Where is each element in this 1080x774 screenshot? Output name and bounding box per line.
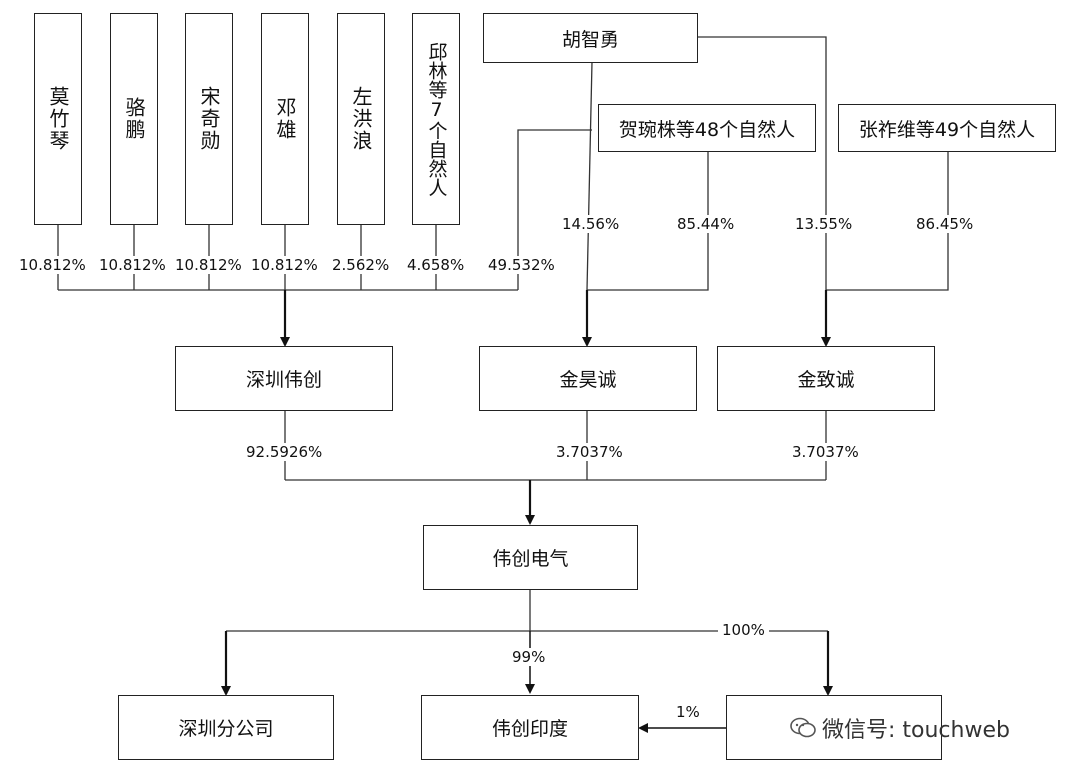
pct-jinhaocheng-to-electric: 3.7037%	[556, 443, 623, 461]
pct-person-4: 10.812%	[251, 256, 318, 274]
person-name-3: 宋奇勋	[197, 86, 221, 152]
person-name-1: 莫竹琴	[46, 86, 70, 152]
person-box-3: 宋奇勋	[185, 13, 233, 225]
pct-person-6: 4.658%	[407, 256, 465, 274]
pct-hu-to-jinzhicheng: 13.55%	[795, 215, 853, 233]
hk-subsidiary-box	[726, 695, 942, 760]
person-box-6: 邱林等7个自然人	[412, 13, 460, 225]
pct-hu-to-shenzhen: 49.532%	[488, 256, 555, 274]
wechat-icon	[790, 717, 816, 739]
person-name-4: 邓雄	[273, 97, 297, 141]
pct-person-1: 10.812%	[19, 256, 86, 274]
weichuang-india-box: 伟创印度	[421, 695, 639, 760]
weichuang-electric-name: 伟创电气	[492, 548, 569, 570]
jinzhicheng-box: 金致诚	[717, 346, 935, 411]
he-group-box: 贺琬株等48个自然人	[598, 104, 816, 152]
he-group-name: 贺琬株等48个自然人	[618, 118, 796, 141]
person-box-1: 莫竹琴	[34, 13, 82, 225]
pct-person-3: 10.812%	[175, 256, 242, 274]
shenzhen-branch-box: 深圳分公司	[118, 695, 334, 760]
pct-electric-to-india: 99%	[512, 648, 546, 666]
weichuang-electric-box: 伟创电气	[423, 525, 638, 590]
jinhaocheng-box: 金昊诚	[479, 346, 697, 411]
line-he-to-jinhaocheng	[587, 152, 709, 291]
jinzhicheng-name: 金致诚	[797, 369, 855, 391]
shenzhen-weichuang-box: 深圳伟创	[175, 346, 393, 411]
person-name-2: 骆鹏	[122, 97, 146, 141]
jinhaocheng-name: 金昊诚	[559, 369, 617, 391]
zhang-group-name: 张祚维等49个自然人	[858, 118, 1036, 141]
hu-zhiyong-box: 胡智勇	[483, 13, 698, 63]
person-box-4: 邓雄	[261, 13, 309, 225]
pct-zhang-to-jinzhicheng: 86.45%	[916, 215, 974, 233]
pct-hk-to-india: 1%	[676, 703, 700, 721]
weichuang-india-name: 伟创印度	[491, 718, 568, 740]
pct-shenzhen-to-electric: 92.5926%	[246, 443, 323, 461]
pct-he-to-jinhaocheng: 85.44%	[677, 215, 735, 233]
person-name-6: 邱林等7个自然人	[425, 41, 448, 197]
shenzhen-branch-name: 深圳分公司	[178, 718, 274, 740]
pct-jinzhicheng-to-electric: 3.7037%	[792, 443, 859, 461]
person-name-5: 左洪浪	[349, 86, 373, 152]
pct-hu-to-jinhaocheng: 14.56%	[562, 215, 620, 233]
person-box-2: 骆鹏	[110, 13, 158, 225]
line-zhang-to-jinzhicheng	[826, 152, 949, 291]
pct-person-2: 10.812%	[99, 256, 166, 274]
hu-zhiyong-name: 胡智勇	[561, 28, 619, 51]
person-box-5: 左洪浪	[337, 13, 385, 225]
line-hu-to-jinzhicheng	[698, 36, 827, 290]
line-hu-to-shenzhen	[517, 129, 592, 290]
line-hu-to-jinhaocheng	[586, 61, 593, 291]
pct-electric-to-hk: 100%	[718, 621, 769, 639]
zhang-group-box: 张祚维等49个自然人	[838, 104, 1056, 152]
watermark-text: 微信号: touchweb	[822, 718, 1010, 743]
pct-person-5: 2.562%	[332, 256, 390, 274]
shenzhen-weichuang-name: 深圳伟创	[245, 369, 322, 391]
wechat-watermark: 微信号: touchweb	[790, 712, 1010, 744]
